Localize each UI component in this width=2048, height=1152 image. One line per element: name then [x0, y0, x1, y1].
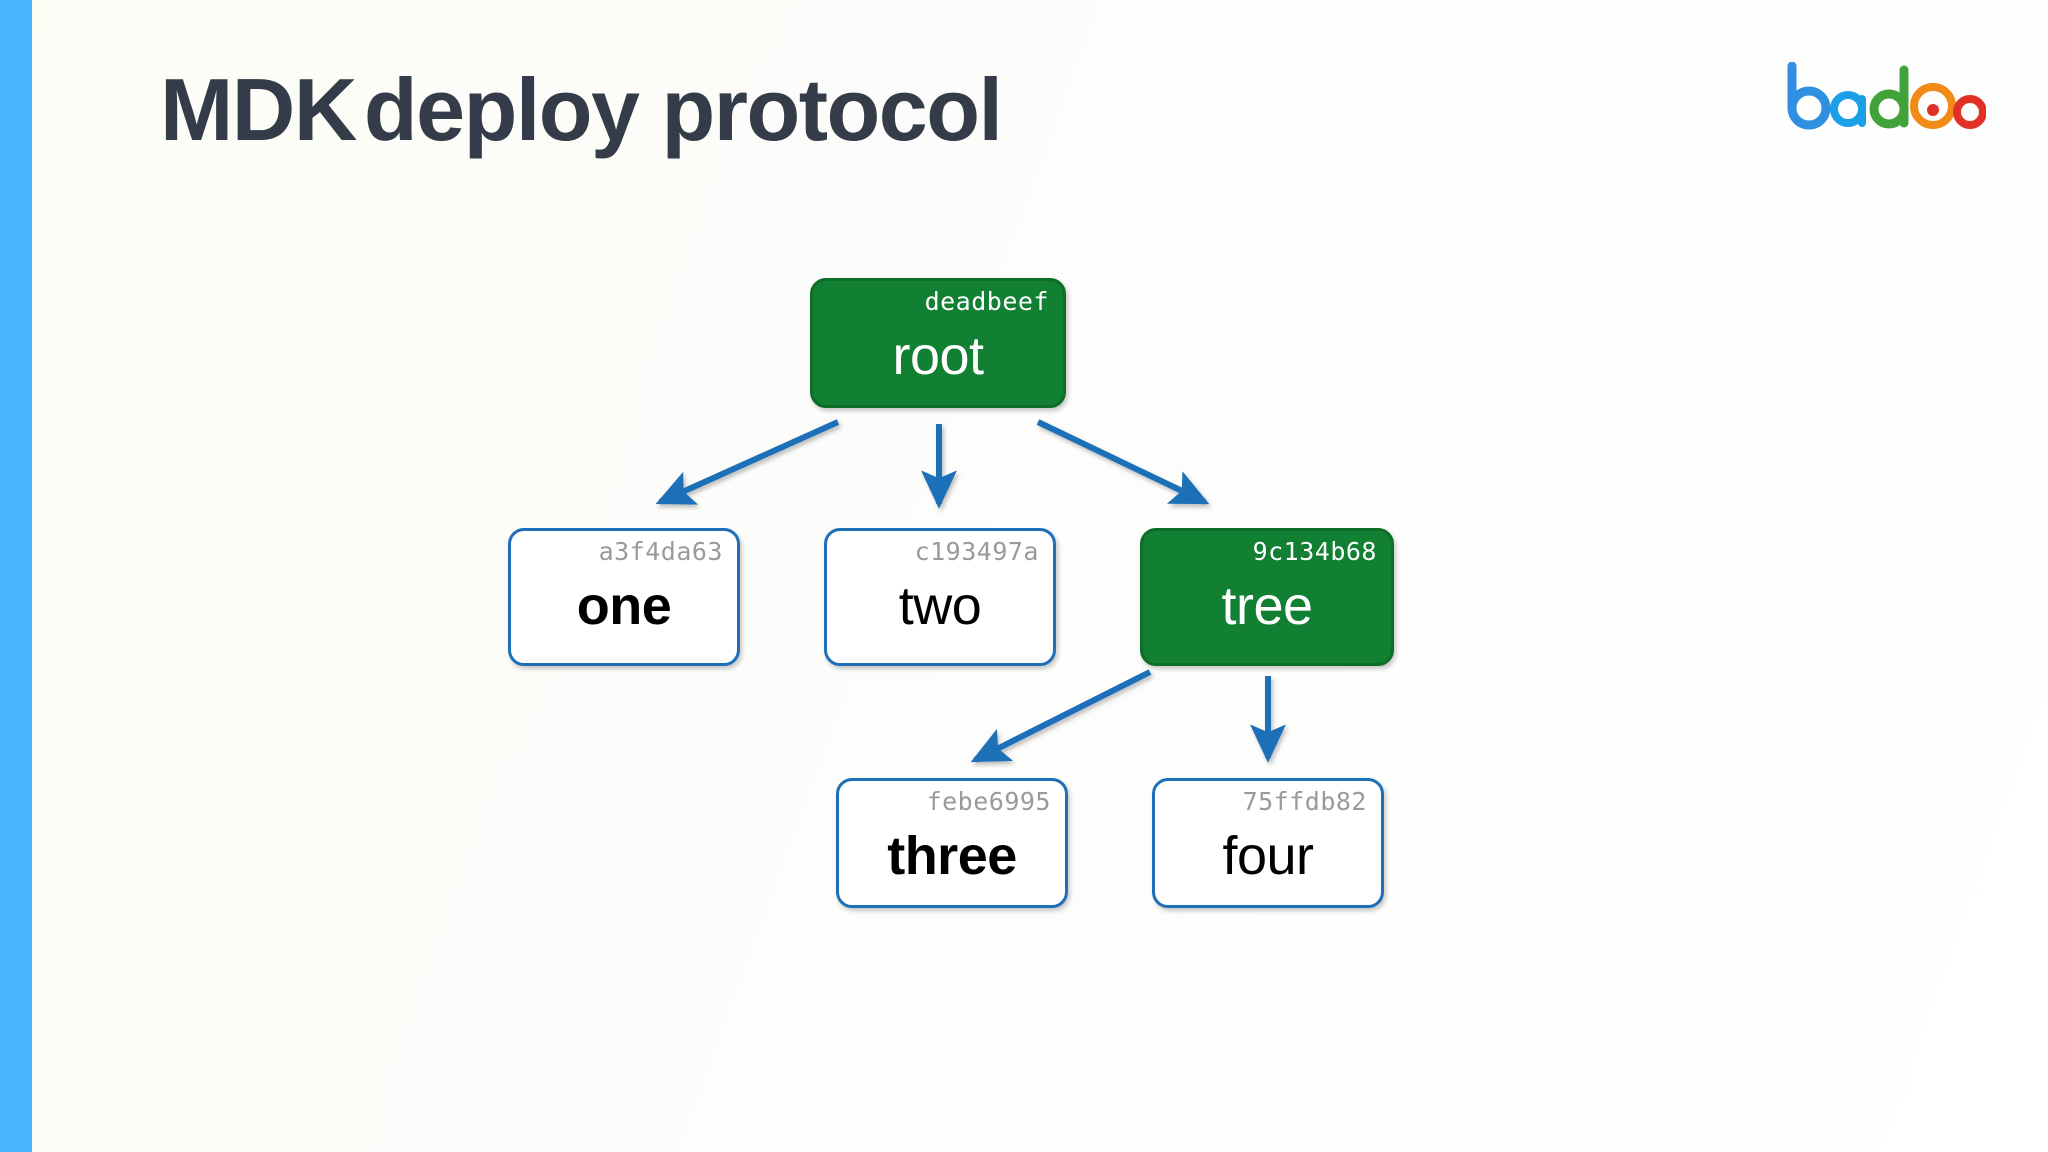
node-label-one: one — [576, 576, 672, 636]
tree-node-root[interactable]: deadbeef root — [810, 278, 1066, 408]
logo-letter-o-orange — [1910, 83, 1956, 129]
node-hash-three: febe6995 — [926, 787, 1051, 816]
node-label-tree: tree — [1221, 576, 1313, 636]
badoo-logo — [1786, 61, 1987, 132]
tree-node-three[interactable]: febe6995 three — [836, 778, 1068, 908]
node-label-three: three — [887, 826, 1017, 886]
tree-node-four[interactable]: 75ffdb82 four — [1152, 778, 1384, 908]
left-accent-stripe — [0, 0, 32, 1152]
node-label-four: four — [1222, 826, 1314, 886]
tree-node-one[interactable]: a3f4da63 one — [508, 528, 740, 666]
page-title: MDKdeploy protocol — [160, 60, 1003, 159]
edge-root-to-tree — [1036, 419, 1210, 505]
logo-letter-a — [1830, 91, 1866, 127]
edge-root-to-one — [655, 419, 840, 505]
node-label-two: two — [898, 576, 982, 636]
logo-letter-b — [1787, 61, 1831, 130]
tree-node-tree[interactable]: 9c134b68 tree — [1140, 528, 1394, 666]
page-title-strong: MDK — [160, 60, 357, 159]
node-label-root: root — [892, 326, 984, 386]
logo-letter-o-red — [1953, 95, 1987, 129]
page-title-rest: deploy protocol — [363, 60, 1003, 159]
node-hash-four: 75ffdb82 — [1242, 787, 1367, 816]
edge-tree-to-three — [970, 669, 1152, 763]
node-hash-tree: 9c134b68 — [1252, 537, 1377, 566]
node-hash-root: deadbeef — [924, 287, 1049, 316]
node-hash-two: c193497a — [914, 537, 1039, 566]
tree-node-two[interactable]: c193497a two — [824, 528, 1056, 666]
node-hash-one: a3f4da63 — [598, 537, 723, 566]
logo-letter-d — [1869, 65, 1909, 129]
logo-dot — [1927, 104, 1939, 116]
